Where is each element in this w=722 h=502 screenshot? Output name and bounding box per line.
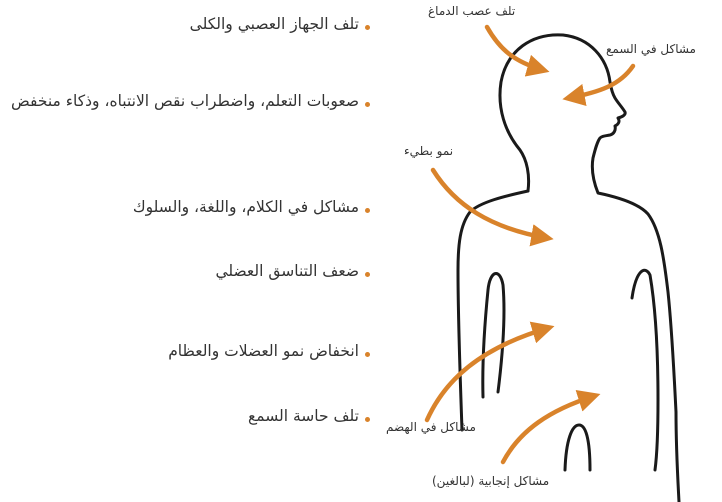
bullet-icon xyxy=(365,417,370,422)
effect-text: صعوبات التعلم، واضطراب نقص الانتباه، وذك… xyxy=(11,92,359,110)
effect-item: مشاكل في الكلام، واللغة، والسلوك xyxy=(133,194,370,220)
bullet-icon xyxy=(365,208,370,213)
callout-brain: تلف عصب الدماغ xyxy=(428,4,515,18)
effect-text: تلف الجهاز العصبي والكلى xyxy=(190,15,359,33)
callout-reproductive: مشاكل إنجابية (لبالغين) xyxy=(432,474,549,488)
callout-growth: نمو بطيء xyxy=(404,144,453,158)
effect-text: مشاكل في الكلام، واللغة، والسلوك xyxy=(133,198,359,216)
bullet-icon xyxy=(365,272,370,277)
bullet-icon xyxy=(365,352,370,357)
effect-text: ضعف التناسق العضلي xyxy=(215,262,359,280)
bullet-icon xyxy=(365,25,370,30)
effect-item: انخفاض نمو العضلات والعظام xyxy=(168,338,370,364)
effect-item: تلف حاسة السمع xyxy=(248,403,370,429)
callout-hearing: مشاكل في السمع xyxy=(606,42,696,56)
effect-text: تلف حاسة السمع xyxy=(248,407,359,425)
effect-item: تلف الجهاز العصبي والكلى xyxy=(190,11,370,37)
effect-text: انخفاض نمو العضلات والعظام xyxy=(168,342,359,360)
effect-item: صعوبات التعلم، واضطراب نقص الانتباه، وذك… xyxy=(10,88,370,114)
effect-item: ضعف التناسق العضلي xyxy=(215,258,370,284)
bullet-icon xyxy=(365,102,370,107)
callout-digestion: مشاكل في الهضم xyxy=(386,420,476,434)
